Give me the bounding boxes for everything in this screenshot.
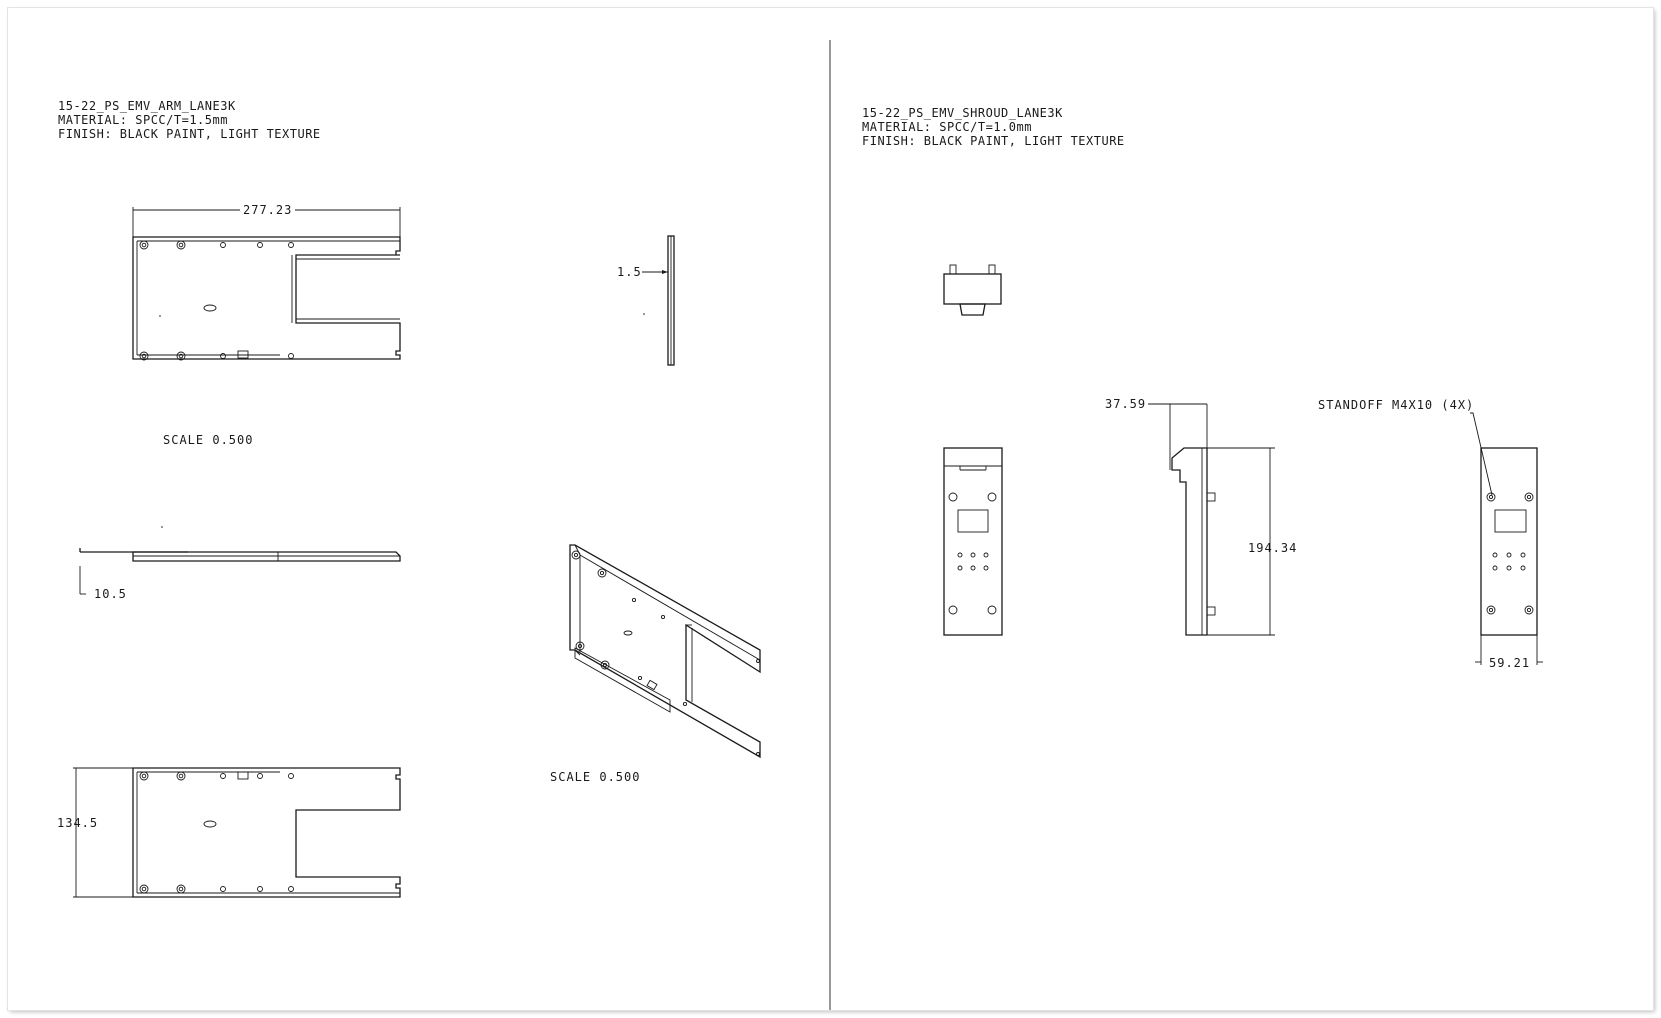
shroud-side-view (1148, 403, 1275, 636)
arm-isometric-view (569, 544, 761, 759)
drawing-sheet (8, 8, 1653, 1010)
dim-front-offset: 10.5 (94, 587, 127, 601)
arm-title-line-3: FINISH: BLACK PAINT, LIGHT TEXTURE (58, 127, 321, 141)
shroud-title-line-1: 15-22_PS_EMV_SHROUD_LANE3K (862, 106, 1063, 120)
scale-label-1: SCALE 0.500 (163, 433, 253, 447)
standoff-callout: STANDOFF M4X10 (4X) (1318, 398, 1474, 412)
shroud-title-line-2: MATERIAL: SPCC/T=1.0mm (862, 120, 1032, 134)
dim-bottom-height: 134.5 (57, 816, 98, 830)
dim-height: 194.34 (1248, 541, 1297, 555)
dim-depth: 37.59 (1105, 397, 1146, 411)
arm-title-line-1: 15-22_PS_EMV_ARM_LANE3K (58, 99, 236, 113)
arm-top-view (132, 207, 401, 361)
shroud-title-line-3: FINISH: BLACK PAINT, LIGHT TEXTURE (862, 134, 1125, 148)
arm-bottom-view (73, 767, 401, 898)
arm-title-block: 15-22_PS_EMV_ARM_LANE3K MATERIAL: SPCC/T… (58, 99, 321, 141)
shroud-front-view (943, 447, 1003, 636)
dim-side-thickness: 1.5 (617, 265, 642, 279)
shroud-top-view (943, 264, 1002, 316)
arm-side-view (642, 235, 675, 366)
arm-front-view (79, 526, 401, 595)
shroud-rear-view (1470, 412, 1543, 665)
arm-title-line-2: MATERIAL: SPCC/T=1.5mm (58, 113, 228, 127)
scale-label-2: SCALE 0.500 (550, 770, 640, 784)
dim-top-width: 277.23 (243, 203, 292, 217)
shroud-title-block: 15-22_PS_EMV_SHROUD_LANE3K MATERIAL: SPC… (862, 106, 1125, 148)
dim-width: 59.21 (1489, 656, 1530, 670)
